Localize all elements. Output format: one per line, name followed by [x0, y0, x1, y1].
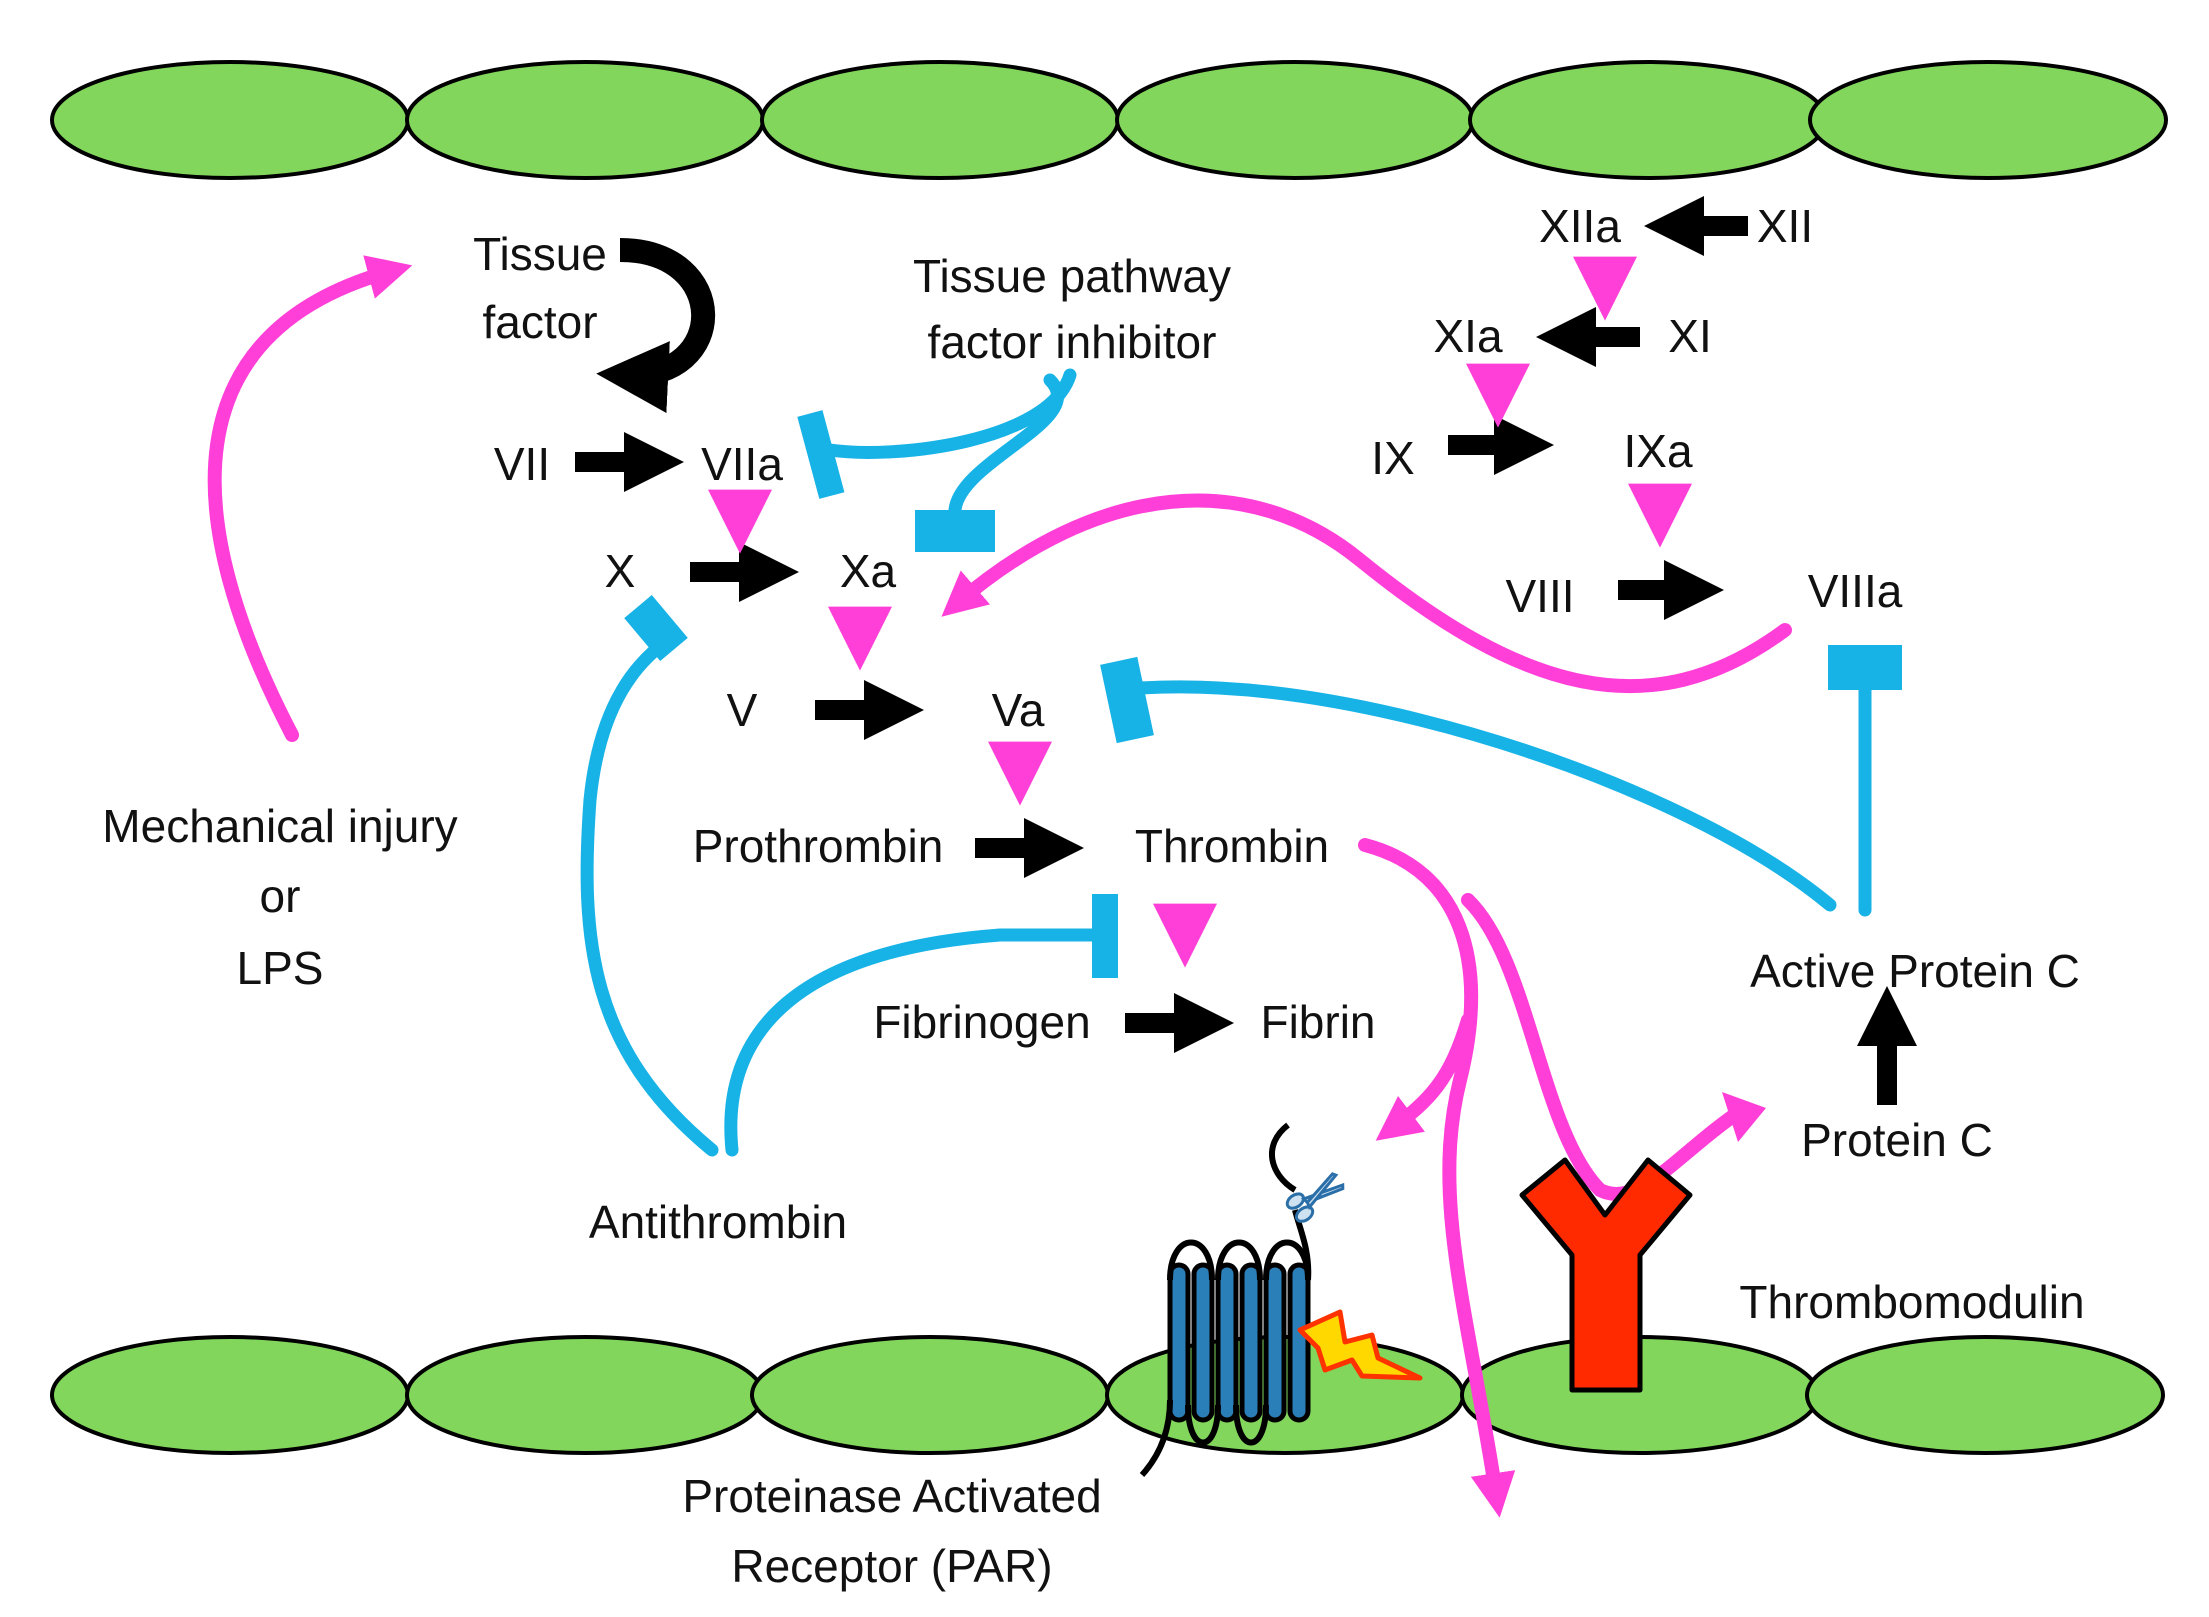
inhibition-bars — [624, 410, 1902, 978]
label-ix: IX — [1371, 432, 1415, 484]
arrow-thrombin-to-bottom — [1358, 838, 1516, 1518]
label-injury-line3: LPS — [236, 942, 324, 994]
label-xia: XIa — [1433, 310, 1503, 362]
label-vii: VII — [493, 438, 551, 490]
bottom-cell-layer — [50, 1335, 2165, 1455]
inhibition-bar-thrombin — [1092, 894, 1118, 978]
label-par-line1: Proteinase Activated — [682, 1470, 1102, 1522]
label-tfpi-line1: Tissue pathway — [913, 250, 1231, 302]
label-va: Va — [991, 684, 1045, 736]
arrow-tissue-factor-curve — [596, 238, 715, 413]
par-receptor — [1139, 1122, 1312, 1478]
scissors-icon — [1285, 1172, 1345, 1223]
arrow-thrombin-to-par — [1375, 1013, 1475, 1141]
inhibition-bar-viiia — [1828, 645, 1902, 690]
label-xii: XII — [1756, 200, 1814, 252]
thrombomodulin-receptor — [1519, 1157, 1693, 1393]
endothelial-cell — [1805, 1335, 2165, 1455]
long-pink-arrows — [207, 255, 1792, 1518]
label-viii: VIII — [1505, 570, 1575, 622]
endothelial-cell — [760, 60, 1120, 180]
top-cell-layer — [50, 60, 2168, 180]
arrow-injury-to-tissue-factor — [207, 255, 413, 742]
inhibition-bar-viia — [797, 410, 845, 499]
tfpi-to-viia — [823, 368, 1077, 459]
inhibition-bar-x — [624, 594, 688, 662]
label-fibrin: Fibrin — [1260, 996, 1376, 1048]
label-xiia: XIIa — [1539, 200, 1621, 252]
inhibition-lines — [580, 368, 1872, 1157]
label-v: V — [726, 684, 758, 736]
antithrombin-to-thrombin — [724, 928, 1115, 1157]
label-tissue-factor-line2: factor — [482, 296, 598, 348]
endothelial-cell — [1468, 60, 1828, 180]
endothelial-cell — [405, 1335, 765, 1455]
label-thrombomodulin: Thrombomodulin — [1739, 1276, 2085, 1328]
label-tissue-factor-line1: Tissue — [473, 228, 607, 280]
par-helix — [1167, 1262, 1191, 1423]
apc-to-va — [1133, 680, 1837, 912]
label-injury-line1: Mechanical injury — [102, 800, 458, 852]
label-x: X — [604, 545, 636, 597]
cleaved-peptide — [1269, 1122, 1297, 1193]
endothelial-cell — [750, 1335, 1110, 1455]
par-helix — [1287, 1262, 1311, 1423]
label-antithrombin: Antithrombin — [588, 1196, 848, 1248]
label-injury-line2: or — [259, 870, 301, 922]
endothelial-cell — [1808, 60, 2168, 180]
inhibition-bar-xa — [915, 510, 995, 552]
label-active-protein-c: Active Protein C — [1750, 945, 2080, 997]
label-tfpi-line2: factor inhibitor — [927, 316, 1217, 368]
par-helix — [1239, 1262, 1263, 1423]
antithrombin-to-x — [580, 633, 719, 1157]
endothelial-cell — [50, 1335, 410, 1455]
label-viiia: VIIIa — [1807, 565, 1903, 617]
arrow-viiia-to-xa — [941, 493, 1792, 694]
label-xa: Xa — [839, 545, 897, 597]
label-ixa: IXa — [1623, 425, 1693, 477]
label-fibrinogen: Fibrinogen — [873, 996, 1091, 1048]
endothelial-cell — [50, 60, 410, 180]
tfpi-to-xa — [948, 373, 1065, 517]
inhibition-bar-va — [1100, 656, 1154, 744]
label-thrombin: Thrombin — [1134, 820, 1330, 872]
par-helix — [1191, 1262, 1215, 1423]
label-par-line2: Receptor (PAR) — [731, 1540, 1053, 1592]
endothelial-cell — [1115, 60, 1475, 180]
catalysis-arrows — [707, 256, 1693, 968]
activation-arrows — [575, 196, 1917, 1105]
par-helix — [1263, 1262, 1287, 1423]
endothelial-cell — [405, 60, 765, 180]
label-xi: XI — [1668, 310, 1712, 362]
label-prothrombin: Prothrombin — [692, 820, 944, 872]
label-protein-c: Protein C — [1801, 1114, 1993, 1166]
arrowhead-to-protein-c — [1722, 1092, 1766, 1142]
par-helix — [1215, 1262, 1239, 1423]
lightning-icon — [1297, 1309, 1423, 1381]
arrow-thrombin-to-thrombomodulin — [1461, 893, 1752, 1201]
label-viia: VIIa — [701, 438, 783, 490]
